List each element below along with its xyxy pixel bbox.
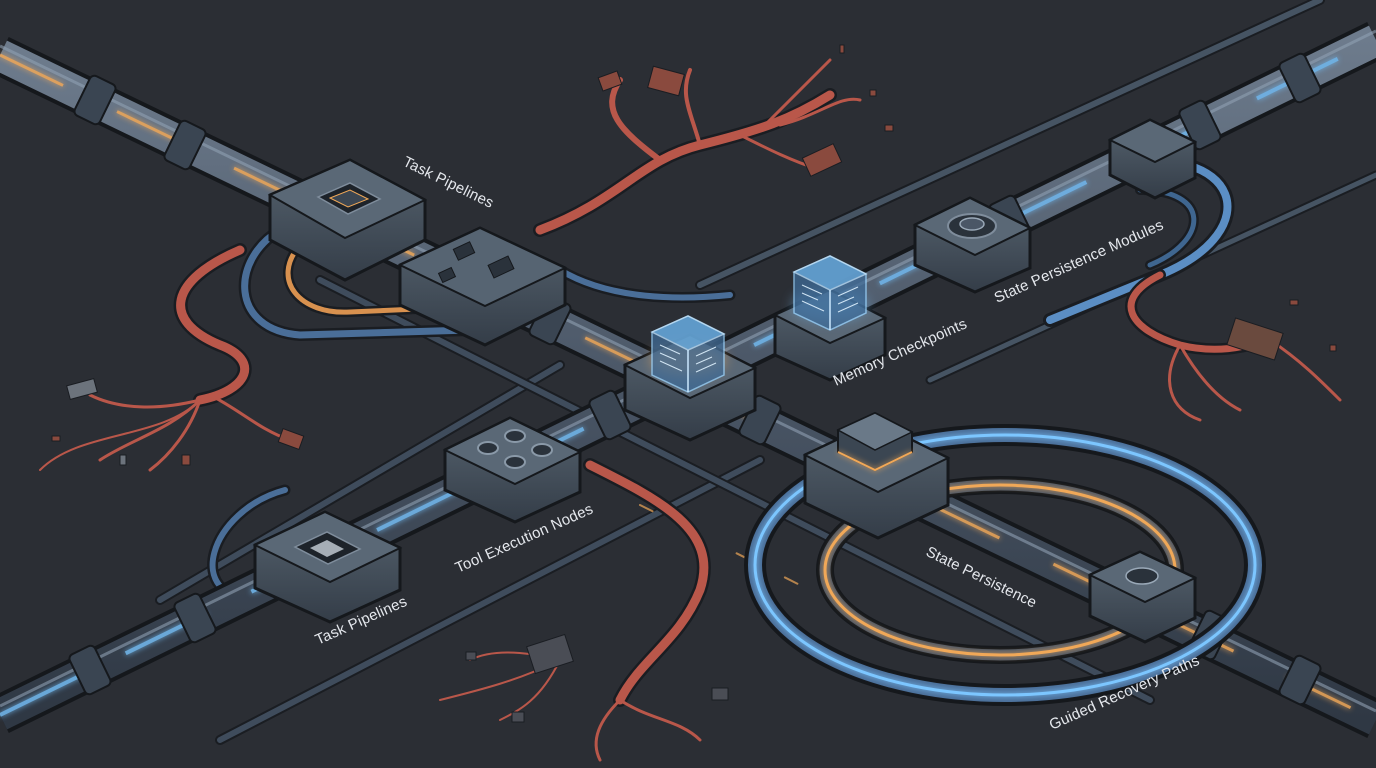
tool-execution-node	[442, 416, 583, 524]
hologram-cube-icon	[650, 315, 726, 393]
state-persistence-module	[912, 196, 1033, 294]
pipe-junction-upper-right	[1107, 118, 1198, 200]
processing-node-upper	[397, 226, 568, 347]
broken-cables	[39, 58, 1342, 762]
chip-icon	[316, 182, 382, 215]
chip-icon	[293, 531, 362, 565]
hologram-cube-icon	[792, 255, 868, 331]
gear-icon	[477, 429, 553, 469]
guided-recovery-loop	[744, 424, 1266, 706]
recovery-junction	[1087, 550, 1198, 644]
state-persistence-hub	[802, 411, 951, 540]
debris	[51, 44, 1337, 723]
task-pipeline-node-bottom	[252, 510, 403, 624]
task-pipeline-node-top	[267, 158, 428, 282]
